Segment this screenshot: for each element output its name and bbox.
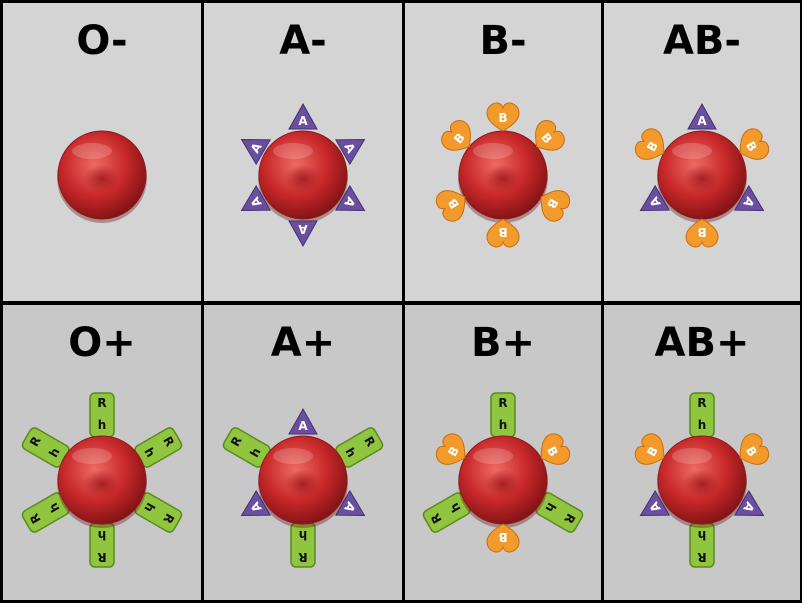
blood-type-title: B- (479, 18, 527, 64)
b-antigen: B (441, 120, 471, 151)
rh-label-h: h (98, 418, 107, 432)
a-antigen-label: A (298, 114, 308, 128)
blood-type-title: A- (279, 18, 327, 64)
b-antigen: B (486, 102, 520, 132)
rh-label-r: R (298, 550, 307, 564)
a-antigen: A (733, 184, 765, 212)
blood-cell-illustration (57, 130, 147, 223)
a-antigen: A (733, 489, 765, 517)
rh-factor-antigen: Rh (535, 492, 584, 533)
b-antigen: B (634, 433, 665, 465)
blood-type-title: O+ (68, 320, 136, 366)
b-antigen-label: B (498, 111, 507, 125)
rh-factor-antigen: Rh (89, 522, 115, 568)
rh-factor-antigen: Rh (21, 427, 70, 468)
blood-type-cell-B: B B B B B B B- (405, 3, 601, 301)
a-antigen: A (288, 220, 318, 248)
blood-type-cell-O: O- (3, 3, 201, 301)
a-antigen: A (240, 489, 272, 517)
rh-factor-antigen: Rh (689, 522, 715, 568)
a-antigen: A (687, 102, 717, 130)
blood-type-title: A+ (270, 320, 336, 366)
a-antigen-label: A (697, 114, 707, 128)
rh-factor-antigen: Rh (134, 427, 183, 468)
rh-factor-antigen: Rh (290, 522, 316, 568)
rh-label-r: R (97, 396, 106, 410)
blood-type-title: O- (76, 18, 128, 64)
b-antigen: B (486, 218, 520, 248)
rh-label-r: R (498, 396, 507, 410)
b-antigen: B (540, 190, 571, 222)
rh-factor-antigen: Rh (490, 392, 516, 438)
rh-factor-antigen: Rh (222, 427, 271, 468)
rh-label-r: R (697, 396, 706, 410)
rh-factor-antigen: Rh (89, 392, 115, 438)
a-antigen: A (639, 489, 671, 517)
a-antigen: A (639, 184, 671, 212)
b-antigen: B (634, 128, 665, 160)
b-antigen: B (486, 523, 520, 553)
blood-type-title: AB+ (654, 320, 750, 366)
rh-label-h: h (499, 418, 508, 432)
b-antigen-label: B (697, 225, 706, 239)
rh-label-h: h (299, 528, 308, 542)
rh-label-h: h (98, 528, 107, 542)
rh-label-r: R (97, 550, 106, 564)
b-antigen: B (535, 120, 565, 151)
b-antigen-label: B (498, 225, 507, 239)
b-antigen: B (685, 218, 719, 248)
rh-factor-antigen: Rh (134, 492, 183, 533)
a-antigen: A (288, 102, 318, 130)
a-antigen: A (240, 184, 272, 212)
a-antigen-label: A (298, 222, 308, 236)
rh-factor-antigen: Rh (335, 427, 384, 468)
rh-factor-antigen: Rh (689, 392, 715, 438)
a-antigen: A (334, 184, 366, 212)
b-antigen: B (739, 128, 770, 160)
b-antigen: B (435, 433, 466, 465)
b-antigen: B (540, 433, 571, 465)
a-antigen: A (288, 407, 318, 435)
blood-type-title: B+ (470, 320, 535, 366)
rh-factor-antigen: Rh (21, 492, 70, 533)
b-antigen: B (739, 433, 770, 465)
a-antigen: A (240, 138, 272, 166)
rh-label-r: R (697, 550, 706, 564)
blood-type-title: AB- (662, 18, 742, 64)
b-antigen: B (435, 190, 466, 222)
a-antigen-label: A (298, 419, 308, 433)
a-antigen: A (334, 489, 366, 517)
b-antigen-label: B (498, 530, 507, 544)
rh-label-h: h (698, 528, 707, 542)
a-antigen: A (334, 138, 366, 166)
rh-label-h: h (698, 418, 707, 432)
blood-cell-illustration: B B B B B B (435, 102, 571, 248)
